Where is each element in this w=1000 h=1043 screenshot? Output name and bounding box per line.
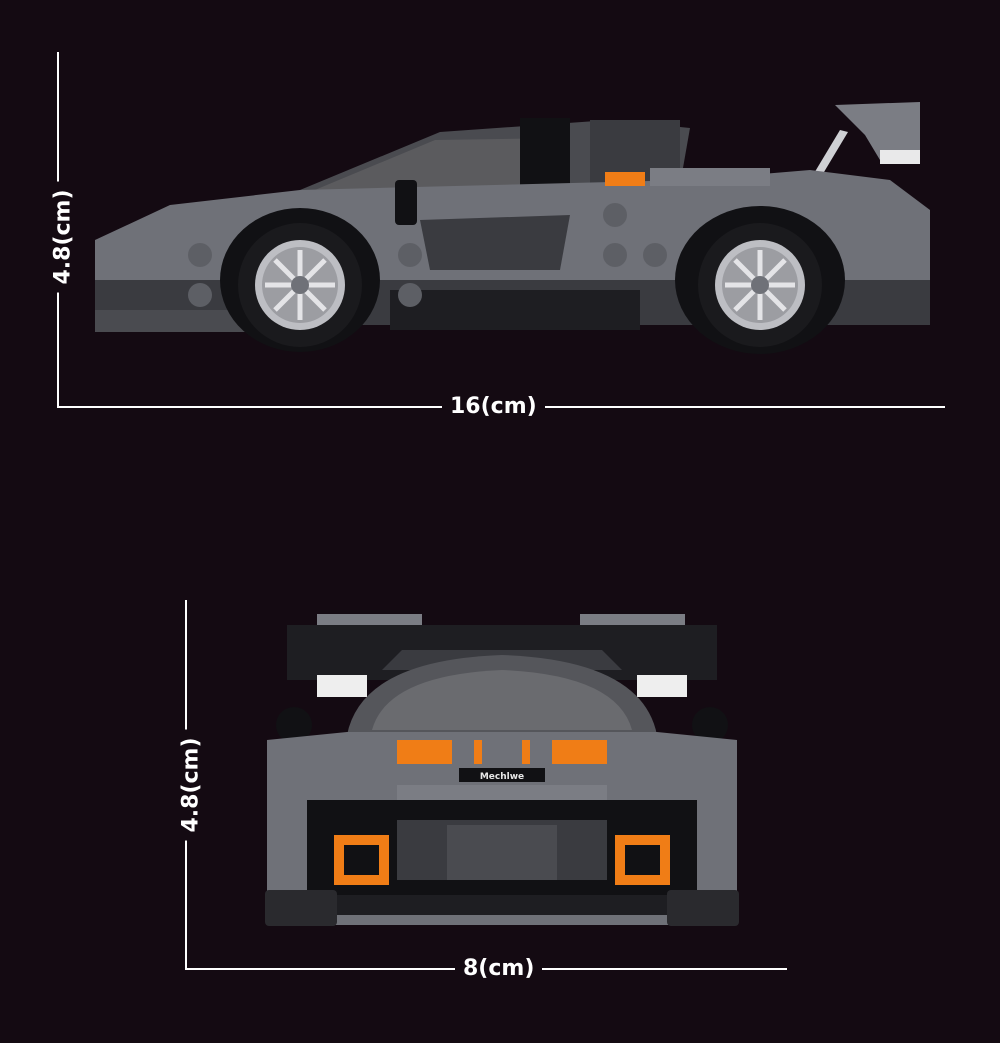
front-badge: Mechlwe (480, 772, 524, 782)
rear-wheel (698, 223, 822, 347)
front-wheel (238, 223, 362, 347)
side-view-car-image (95, 102, 930, 354)
rear-wing (835, 102, 920, 160)
front-width-label: 8(cm) (455, 958, 543, 980)
side-length-label: 16(cm) (442, 396, 545, 418)
front-view-car-image: Mechlwe (265, 614, 739, 926)
front-height-label: 4.8(cm) (179, 729, 204, 841)
side-height-label: 4.8(cm) (51, 181, 76, 293)
